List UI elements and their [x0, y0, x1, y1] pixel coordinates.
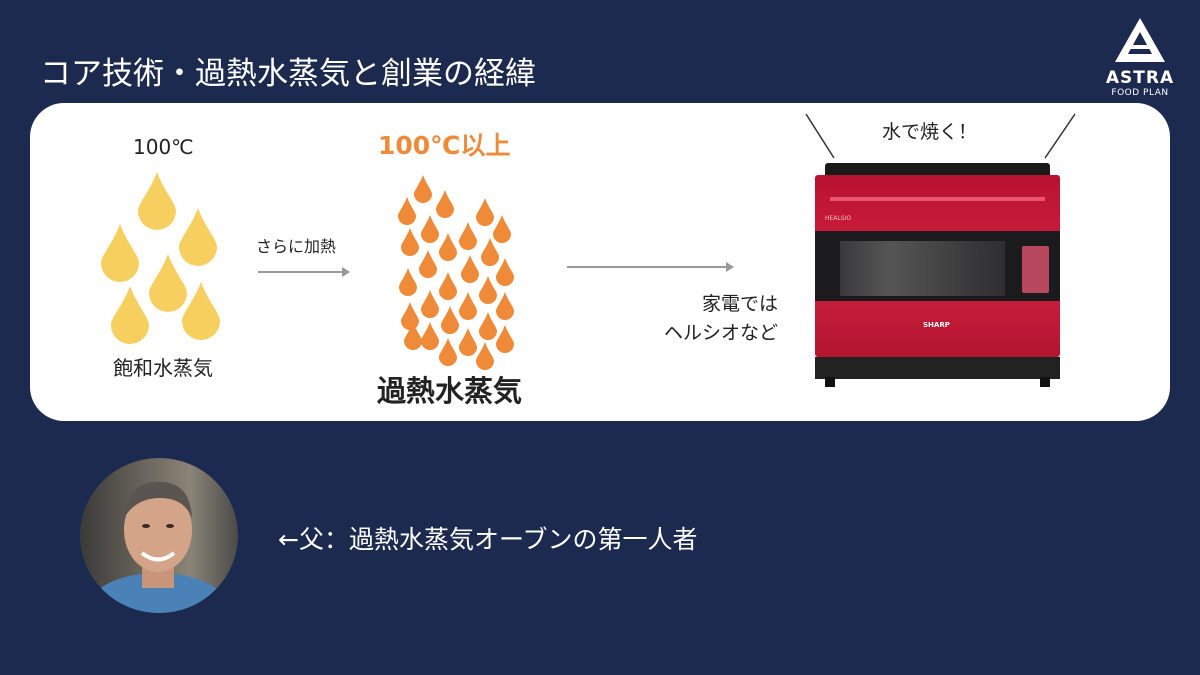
water-drop-icon — [138, 172, 176, 230]
water-drop-icon — [421, 290, 439, 318]
water-drop-icon — [459, 222, 477, 250]
water-drop-icon — [179, 208, 217, 266]
father-photo — [80, 458, 238, 613]
logo-name: ASTRA — [1105, 68, 1175, 88]
slide-title: コア技術・過熱水蒸気と創業の経緯 — [40, 56, 536, 92]
water-drop-icon — [461, 255, 479, 283]
water-drop-icon — [439, 233, 457, 261]
oven-model: HEALSIO — [825, 215, 852, 222]
water-drop-icon — [421, 215, 439, 243]
water-drop-icon — [182, 282, 220, 340]
water-drop-icon — [401, 228, 419, 256]
father-caption: ←父：過熱水蒸気オーブンの第一人者 — [278, 525, 698, 554]
superheated-label: 過熱水蒸気 — [377, 374, 523, 408]
water-drop-icon — [479, 312, 497, 340]
saturated-label: 飽和水蒸気 — [113, 356, 213, 380]
water-drop-icon — [419, 250, 437, 278]
water-drop-icon — [476, 342, 494, 370]
water-drop-icon — [398, 197, 416, 225]
water-drop-icon — [439, 272, 457, 300]
appliance-line2: ヘルシオなど — [664, 322, 779, 344]
triangle-logo-icon — [1115, 18, 1165, 62]
saturated-temp: 100℃ — [133, 135, 194, 159]
water-drop-icon — [496, 325, 514, 353]
water-drop-icon — [476, 198, 494, 226]
water-drop-icon — [496, 292, 514, 320]
water-drop-icon — [101, 224, 139, 282]
water-drop-icon — [459, 328, 477, 356]
arrow-label: さらに加熱 — [256, 237, 337, 256]
water-drop-icon — [414, 175, 432, 203]
healsio-oven-image: HEALSIO SHARP — [815, 163, 1060, 388]
water-drop-icon — [481, 238, 499, 266]
water-drop-icon — [441, 306, 459, 334]
water-drop-icon — [399, 268, 417, 296]
water-drop-icon — [479, 276, 497, 304]
bake-label: 水で焼く！ — [882, 121, 978, 143]
water-drop-icon — [459, 292, 477, 320]
water-drop-icon — [439, 338, 457, 366]
appliance-line1: 家電では — [702, 293, 779, 315]
water-drop-icon — [436, 190, 454, 218]
emphasis-lines — [805, 113, 1076, 159]
appliance-text: 家電では ヘルシオなど — [664, 290, 778, 348]
water-drop-icon — [496, 258, 514, 286]
arrow-right-icon — [567, 262, 734, 272]
arrow-right-icon — [258, 267, 350, 277]
superheated-temp: 100℃以上 — [378, 131, 511, 160]
water-drop-icon — [111, 286, 149, 344]
water-drop-icon — [404, 322, 422, 350]
water-drop-icon — [401, 302, 419, 330]
water-drop-icon — [421, 322, 439, 350]
logo-subname: FOOD PLAN — [1111, 88, 1169, 98]
oven-brand: SHARP — [923, 321, 950, 329]
astra-logo: ASTRA FOOD PLAN — [1100, 18, 1180, 98]
water-drop-icon — [149, 254, 187, 312]
water-drop-icon — [493, 215, 511, 243]
